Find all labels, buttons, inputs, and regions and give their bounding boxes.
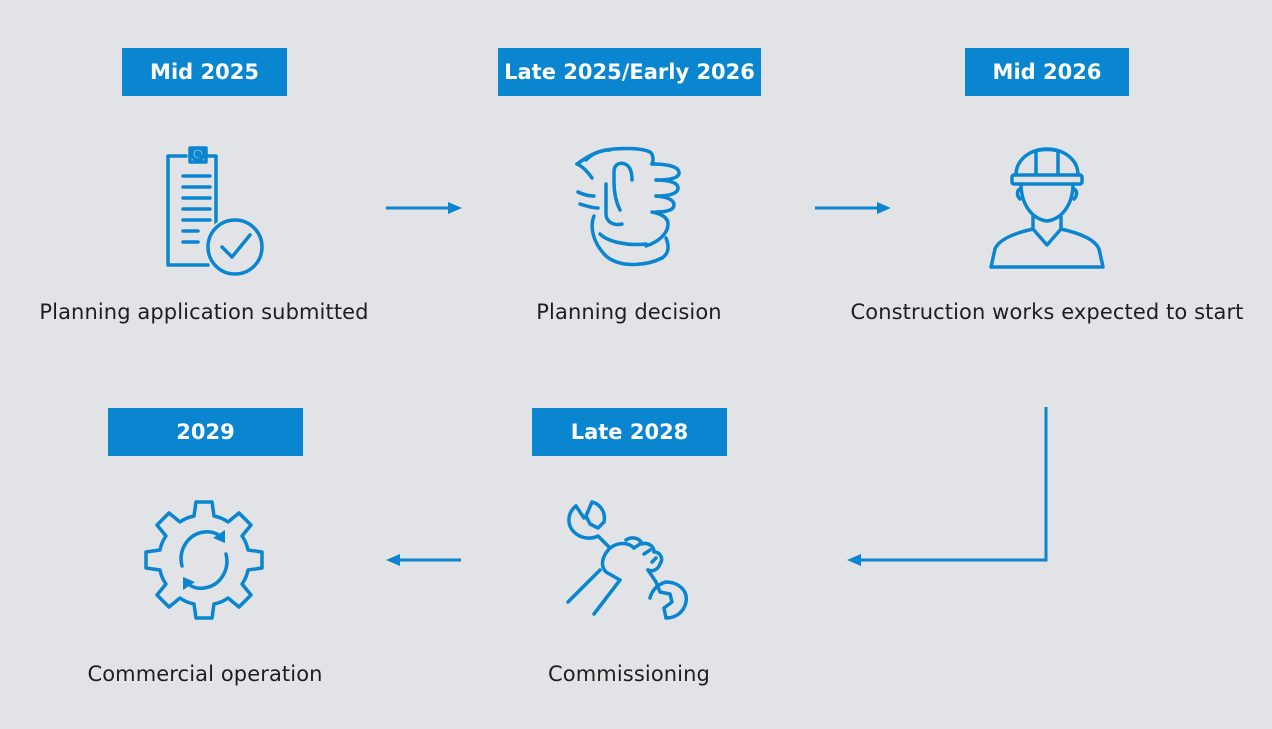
hand-wrench-icon xyxy=(562,498,692,628)
gear-cycle-icon xyxy=(144,500,264,620)
fist-icon xyxy=(570,142,690,272)
step-label-4: Commissioning xyxy=(548,662,710,686)
step-label-3: Construction works expected to start xyxy=(850,300,1244,324)
step-date-badge-2: Late 2025/Early 2026 xyxy=(498,48,761,96)
construction-worker-icon xyxy=(985,145,1109,275)
step-date-badge-4: Late 2028 xyxy=(532,408,727,456)
clipboard-check-icon xyxy=(150,140,270,280)
step-date-badge-3: Mid 2026 xyxy=(965,48,1129,96)
step-label-5: Commercial operation xyxy=(87,662,323,686)
step-label-2: Planning decision xyxy=(536,300,722,324)
step-date-badge-5: 2029 xyxy=(108,408,303,456)
step-date-badge-1: Mid 2025 xyxy=(122,48,287,96)
step-label-1: Planning application submitted xyxy=(39,300,369,324)
